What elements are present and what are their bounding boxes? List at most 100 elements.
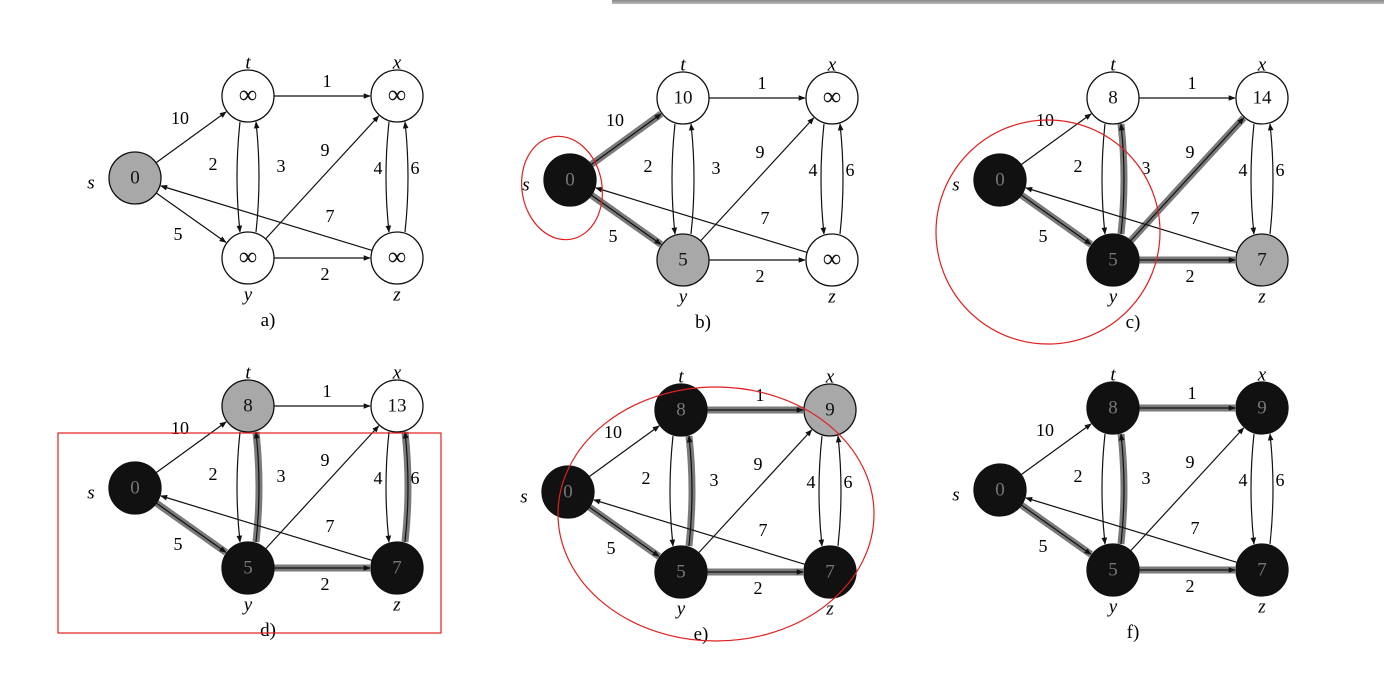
panel-caption: f)	[1127, 622, 1140, 643]
node-name-s: s	[952, 174, 959, 195]
node-y	[654, 545, 708, 599]
edge-s-t	[588, 425, 660, 478]
node-name-z: z	[1257, 286, 1266, 307]
edge-t-y	[671, 123, 678, 235]
node-value-z: 7	[1257, 559, 1267, 580]
edge-z-x	[402, 431, 409, 543]
edge-y-x	[698, 429, 813, 554]
node-z	[805, 233, 859, 287]
edge-z-s	[593, 499, 806, 565]
edge-weight-z-s: 7	[326, 516, 335, 536]
edge-weight-y-x: 9	[1186, 142, 1195, 162]
node-value-x: ∞	[388, 80, 407, 109]
node-value-x: 9	[825, 399, 835, 420]
node-t	[656, 71, 710, 125]
edge-weight-s-y: 5	[607, 538, 616, 558]
edge-z-x	[1267, 433, 1274, 545]
node-value-s: 0	[995, 479, 1005, 500]
edge-y-x	[265, 115, 380, 240]
edge-s-y	[1020, 504, 1092, 555]
node-value-y: 5	[1108, 559, 1118, 580]
annotation-ellipse-b	[520, 135, 604, 241]
edge-weight-y-x: 9	[321, 140, 330, 160]
node-name-s: s	[87, 482, 94, 503]
edge-x-z	[385, 431, 392, 543]
node-value-y: ∞	[239, 242, 258, 271]
node-y	[221, 231, 275, 285]
edge-t-y	[1101, 433, 1108, 545]
node-value-t: ∞	[239, 80, 258, 109]
node-value-t: 8	[1108, 87, 1118, 108]
edge-x-z	[820, 123, 827, 235]
node-name-y: y	[242, 594, 253, 615]
edge-x-z	[1250, 123, 1257, 235]
edge-s-t	[155, 111, 227, 164]
edge-weight-x-z: 4	[1239, 470, 1248, 490]
node-value-t: 8	[243, 395, 253, 416]
node-value-y: 5	[676, 561, 686, 582]
node-name-y: y	[677, 286, 688, 307]
node-name-t: t	[245, 362, 251, 383]
node-name-z: z	[827, 286, 836, 307]
node-name-s: s	[87, 172, 94, 193]
edge-weight-s-y: 5	[174, 534, 183, 554]
edge-weight-z-x: 6	[846, 160, 855, 180]
node-z	[370, 231, 424, 285]
edge-weight-t-y: 2	[209, 154, 218, 174]
node-value-x: 14	[1253, 87, 1273, 108]
edge-weight-y-x: 9	[1186, 452, 1195, 472]
edge-weight-y-t: 3	[277, 466, 286, 486]
edge-weight-y-z: 2	[754, 578, 763, 598]
node-t	[221, 379, 275, 433]
edge-y-t	[253, 431, 260, 543]
edge-weight-x-z: 4	[807, 472, 816, 492]
edge-weight-s-t: 10	[171, 418, 189, 438]
node-value-t: 10	[674, 87, 693, 108]
edge-weight-t-y: 2	[1074, 466, 1083, 486]
node-z	[1235, 233, 1289, 287]
node-s	[541, 465, 595, 519]
node-name-x: x	[392, 362, 402, 383]
edge-weight-t-x: 1	[323, 381, 332, 401]
node-z	[1235, 543, 1289, 597]
edge-z-s	[1025, 497, 1238, 563]
edge-y-x	[700, 117, 815, 242]
node-value-s: 0	[130, 167, 140, 188]
edge-weight-y-t: 3	[710, 470, 719, 490]
node-value-z: ∞	[388, 242, 407, 271]
node-name-z: z	[1257, 596, 1266, 617]
edge-weight-y-x: 9	[756, 142, 765, 162]
node-value-s: 0	[563, 481, 573, 502]
node-value-t: 8	[676, 399, 686, 420]
edge-weight-y-x: 9	[321, 450, 330, 470]
edge-z-s	[1025, 187, 1238, 253]
node-x	[803, 383, 857, 437]
node-name-z: z	[825, 598, 834, 619]
edge-weight-s-t: 10	[604, 422, 622, 442]
node-name-x: x	[827, 54, 837, 75]
node-x	[1235, 381, 1289, 435]
node-name-x: x	[1257, 54, 1267, 75]
edge-y-t	[253, 121, 260, 233]
node-value-s: 0	[565, 169, 575, 190]
edge-weight-y-z: 2	[756, 266, 765, 286]
edge-s-y	[155, 192, 227, 243]
node-z	[370, 541, 424, 595]
edge-weight-z-s: 7	[759, 520, 768, 540]
node-value-y: 5	[1108, 249, 1118, 270]
edge-weight-z-x: 6	[411, 158, 420, 178]
node-value-z: 7	[392, 557, 402, 578]
node-name-y: y	[675, 598, 686, 619]
edge-weight-z-s: 7	[761, 208, 770, 228]
edge-weight-y-t: 3	[1142, 158, 1151, 178]
edge-y-x	[1130, 117, 1245, 242]
node-name-y: y	[242, 284, 253, 305]
edge-weight-s-y: 5	[1039, 226, 1048, 246]
edge-weight-z-s: 7	[1191, 518, 1200, 538]
edge-weight-x-z: 4	[374, 468, 383, 488]
node-value-t: 8	[1108, 397, 1118, 418]
